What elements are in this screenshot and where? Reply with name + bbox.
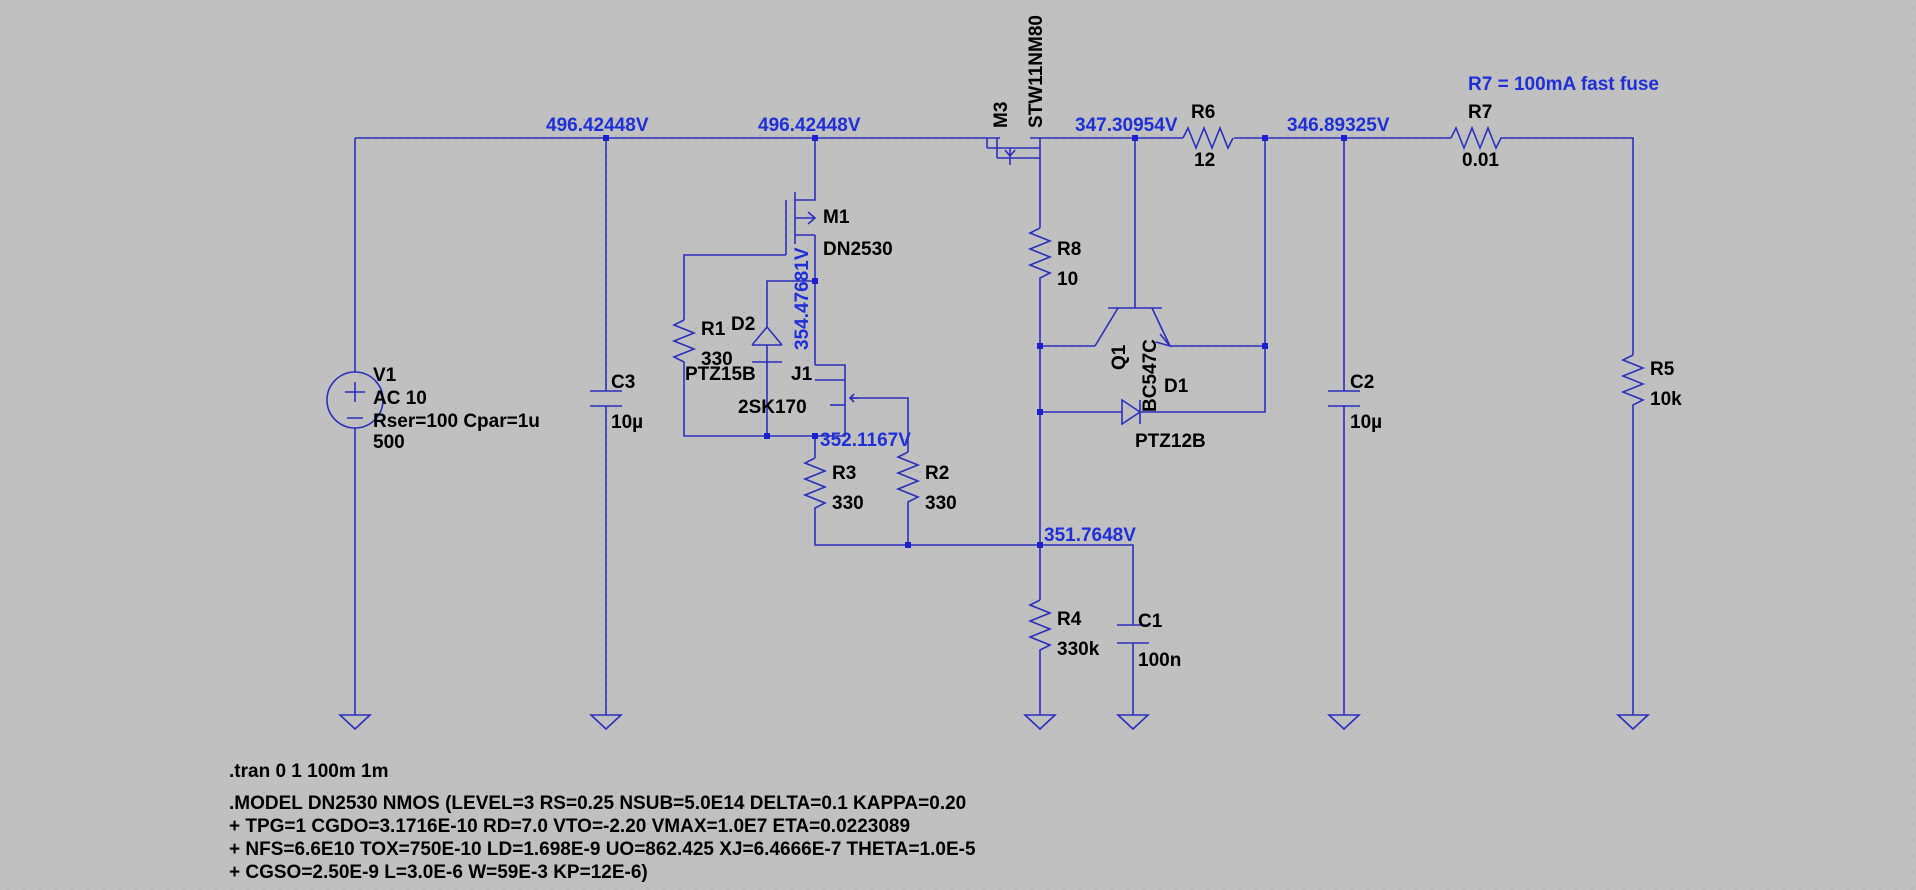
r2-resistor-symbol[interactable]: [895, 451, 921, 518]
q1-value: BC547C: [1140, 339, 1161, 412]
fuse-note: R7 = 100mA fast fuse: [1468, 74, 1659, 95]
j1-value: 2SK170: [738, 397, 807, 418]
d1-ref: D1: [1164, 376, 1189, 397]
r4-ref: R4: [1057, 609, 1082, 630]
r4-resistor-symbol[interactable]: [1027, 599, 1053, 660]
r5-resistor-symbol[interactable]: [1620, 354, 1646, 415]
m1-value: DN2530: [823, 239, 893, 260]
d2-diode-symbol[interactable]: [751, 325, 783, 363]
net-label-m1-drain: 496.42448V: [758, 115, 861, 136]
r7-ref: R7: [1468, 102, 1492, 123]
c1-ref: C1: [1138, 611, 1163, 632]
c1-capacitor-symbol[interactable]: [1117, 624, 1149, 644]
c1-value: 100n: [1138, 650, 1181, 671]
r8-resistor-symbol[interactable]: [1027, 227, 1053, 290]
v1-params: Rser=100 Cpar=1u: [373, 411, 540, 432]
r2-value: 330: [925, 493, 957, 514]
model-directive-line-4[interactable]: + CGSO=2.50E-9 L=3.0E-6 W=59E-3 KP=12E-6…: [229, 862, 648, 883]
d2-ref: D2: [731, 314, 755, 335]
r5-ref: R5: [1650, 359, 1675, 380]
d1-value: PTZ12B: [1135, 431, 1206, 452]
c2-ref: C2: [1350, 372, 1374, 393]
j1-ref: J1: [791, 364, 813, 385]
r2-ref: R2: [925, 463, 949, 484]
net-label-vout: 346.89325V: [1287, 115, 1390, 136]
r8-value: 10: [1057, 269, 1078, 290]
v1-source-symbol[interactable]: [326, 371, 384, 429]
model-directive-line-2[interactable]: + TPG=1 CGDO=3.1716E-10 RD=7.0 VTO=-2.20…: [229, 816, 910, 837]
j1-jfet-symbol[interactable]: [815, 375, 858, 406]
q1-bjt-symbol[interactable]: [1094, 307, 1173, 348]
r3-resistor-symbol[interactable]: [802, 457, 828, 518]
d1-diode-symbol[interactable]: [1105, 398, 1142, 426]
r7-resistor-symbol[interactable]: [1450, 125, 1510, 151]
net-label-m1-source: 354.47681V: [792, 247, 813, 350]
m3-value: STW11NM80: [1026, 15, 1047, 128]
r1-ref: R1: [701, 319, 726, 340]
r3-value: 330: [832, 493, 864, 514]
r6-ref: R6: [1191, 102, 1215, 123]
net-label-vin-c3: 496.42448V: [546, 115, 649, 136]
m1-ref: M1: [823, 207, 850, 228]
c2-value: 10µ: [1350, 412, 1382, 433]
r1-resistor-symbol[interactable]: [671, 319, 697, 365]
d2-value: PTZ15B: [685, 364, 756, 385]
v1-ref: V1: [373, 365, 397, 386]
r7-value: 0.01: [1462, 150, 1499, 171]
junctions: [603, 135, 1347, 548]
v1-extra: 500: [373, 432, 405, 453]
m3-ref: M3: [991, 102, 1012, 128]
r3-ref: R3: [832, 463, 856, 484]
r6-resistor-symbol[interactable]: [1182, 125, 1234, 151]
c3-value: 10µ: [611, 412, 643, 433]
r4-value: 330k: [1057, 639, 1100, 660]
c3-capacitor-symbol[interactable]: [590, 390, 622, 407]
r8-ref: R8: [1057, 239, 1081, 260]
r6-value: 12: [1194, 150, 1215, 171]
q1-ref: Q1: [1109, 344, 1130, 370]
c2-capacitor-symbol[interactable]: [1328, 390, 1360, 407]
v1-value: AC 10: [373, 388, 427, 409]
net-label-m3-source: 347.30954V: [1075, 115, 1178, 136]
c3-ref: C3: [611, 372, 635, 393]
wires: [354, 137, 1634, 715]
net-label-j1-source: 352.1167V: [820, 430, 911, 451]
ground-symbols: [337, 714, 1651, 731]
tran-directive[interactable]: .tran 0 1 100m 1m: [229, 761, 388, 782]
m1-mosfet-symbol[interactable]: [785, 190, 817, 255]
model-directive-line-1[interactable]: .MODEL DN2530 NMOS (LEVEL=3 RS=0.25 NSUB…: [229, 793, 966, 814]
r5-value: 10k: [1650, 389, 1682, 410]
model-directive-line-3[interactable]: + NFS=6.6E10 TOX=750E-10 LD=1.698E-9 UO=…: [229, 839, 976, 860]
r1-value: 330: [701, 349, 733, 370]
m3-mosfet-symbol[interactable]: [987, 137, 1041, 165]
net-label-r3-r4: 351.7648V: [1044, 525, 1136, 546]
